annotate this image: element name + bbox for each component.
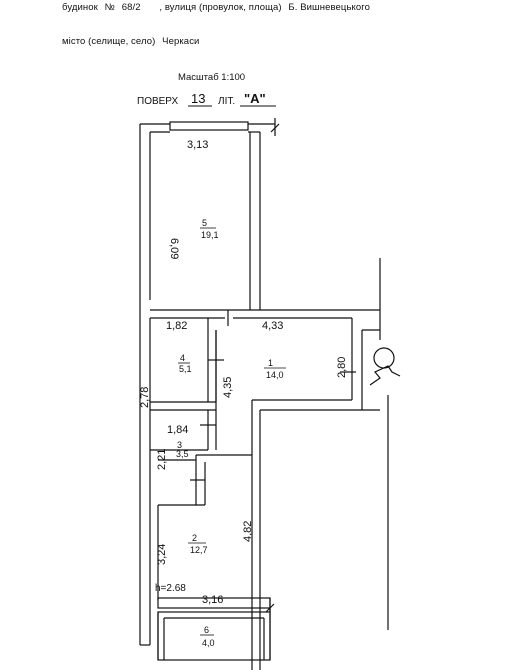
city-label: місто (селище, село): [62, 36, 156, 47]
dim-room4-width: 1,82: [166, 320, 187, 332]
letter-label: ЛІТ.: [218, 96, 235, 107]
room-number: 3: [177, 440, 182, 450]
dim-room4-length: 2,78: [139, 387, 151, 408]
room-area: 14,0: [266, 370, 284, 380]
dim-room1-width: 4,33: [262, 320, 283, 332]
dim-room5-width: 3,13: [187, 139, 208, 151]
dim-room1-height: 2,80: [336, 357, 348, 378]
room-label-1: 1 14,0: [264, 358, 286, 380]
room-label-3: 3 3,5: [175, 440, 189, 459]
walls: [139, 118, 389, 670]
city-name: Черкаси: [162, 36, 200, 47]
riser-circle: [373, 347, 395, 369]
room-area: 12,7: [190, 545, 208, 555]
floor-number: 13: [191, 91, 205, 106]
balcony: [157, 611, 271, 661]
room-number: 6: [204, 625, 209, 635]
room-area: 5,1: [179, 364, 192, 374]
city-line: місто (селище, село) Черкаси: [62, 36, 203, 47]
floor-label: ПОВЕРХ: [137, 96, 179, 107]
room-number: 5: [202, 218, 207, 228]
dim-room3-width: 1,84: [167, 424, 188, 436]
house-number-label: №: [104, 2, 115, 13]
room-number: 2: [192, 533, 197, 543]
room-area: 3,5: [176, 449, 189, 459]
room-label-6: 6 4,0: [200, 625, 215, 648]
scale-text: Масштаб 1:100: [178, 72, 245, 83]
dim-room2-length-left: 3,24: [156, 544, 168, 565]
room-number: 4: [180, 353, 185, 363]
dim-room2-width: 3,16: [202, 594, 223, 606]
room-number: 1: [268, 358, 273, 368]
house-label: будинок: [62, 2, 98, 13]
room-label-2: 2 12,7: [188, 533, 208, 555]
dim-room3-length: 2,21: [156, 449, 168, 470]
house-number: 68/2: [121, 2, 141, 13]
ceiling-height: h=2.68: [155, 583, 186, 594]
utility-riser: [369, 347, 401, 386]
street-name: Б. Вишневецького: [288, 2, 370, 13]
room-label-4: 4 5,1: [178, 353, 192, 374]
room-label-5: 5 19,1: [200, 218, 219, 240]
riser-break-line: [369, 365, 401, 386]
tick-slash: [270, 123, 280, 133]
room-area: 19,1: [201, 230, 219, 240]
dim-room2-length-right: 4,82: [242, 521, 254, 542]
window-top: [169, 121, 249, 131]
dim-corridor-length: 4,35: [222, 377, 234, 398]
letter-value: "А": [244, 91, 266, 106]
street-label: , вулиця (провулок, площа): [159, 2, 282, 13]
address-line: будинок № 68/2 , вулиця (провулок, площа…: [62, 2, 374, 13]
room-area: 4,0: [202, 638, 215, 648]
dim-room5-length: 6,09: [168, 238, 180, 259]
